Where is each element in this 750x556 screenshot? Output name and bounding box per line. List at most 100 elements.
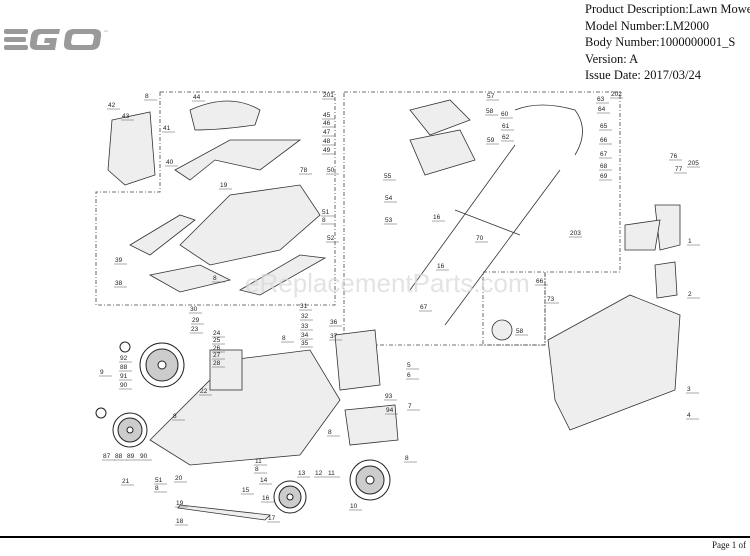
- model-number: Model Number:LM2000: [585, 18, 709, 33]
- part-number-label: 22: [200, 388, 208, 395]
- ego-logo: ™: [4, 29, 108, 50]
- part-number-label: 202: [611, 91, 622, 98]
- part-number-label: 38: [115, 280, 123, 287]
- part-number-label: 54: [385, 195, 393, 202]
- part-number-label: 3: [687, 386, 691, 393]
- part-side-panel-left: [129, 214, 196, 256]
- part-number-label: 69: [600, 173, 608, 180]
- part-number-label: 8: [173, 413, 177, 420]
- part-number-label: 77: [675, 166, 683, 173]
- part-number-label: 50: [327, 167, 335, 174]
- part-number-label: 36: [330, 319, 338, 326]
- part-handle-tube-right: [444, 169, 561, 326]
- part-number-label: 8: [155, 485, 159, 492]
- product-description: Product Description:Lawn Mower: [585, 2, 750, 16]
- part-number-label: 90: [140, 453, 148, 460]
- footer-divider: [0, 536, 750, 538]
- part-number-label: 8: [145, 93, 149, 100]
- part-number-label: 1: [688, 238, 692, 245]
- part-blade: [177, 504, 271, 521]
- part-number-label: 87: [103, 453, 111, 460]
- part-rear-door: [334, 329, 381, 391]
- wheel-rear-right: [349, 459, 391, 501]
- part-number-label: 31: [300, 303, 308, 310]
- part-number-label: 42: [108, 102, 116, 109]
- part-number-label: 14: [260, 477, 268, 484]
- part-number-label: 8: [322, 217, 326, 224]
- part-side-panel-right: [238, 254, 327, 296]
- part-number-label: 16: [433, 214, 441, 221]
- part-number-label: 15: [242, 487, 250, 494]
- part-number-label: 19: [176, 500, 184, 507]
- part-number-label: 25: [213, 337, 221, 344]
- part-number-label: 8: [328, 429, 332, 436]
- part-number-label: 59: [487, 137, 495, 144]
- part-handle-tube-left: [409, 144, 516, 291]
- part-number-label: 8: [282, 335, 286, 342]
- part-number-label: 4: [687, 412, 691, 419]
- part-number-label: 23: [191, 326, 199, 333]
- part-cover-frame: [174, 139, 302, 181]
- part-number-label: 203: [570, 230, 581, 237]
- part-number-label: 27: [213, 352, 221, 359]
- version: Version: A: [585, 51, 639, 66]
- part-number-label: 2: [688, 291, 692, 298]
- part-number-label: 201: [323, 92, 334, 99]
- part-number-label: 35: [301, 340, 309, 347]
- page-number: Page 1 of: [712, 540, 746, 550]
- assembly-box-73: [482, 271, 546, 346]
- part-number-label: 46: [323, 120, 331, 127]
- part-number-label: 24: [213, 330, 221, 337]
- part-number-label: 5: [407, 362, 411, 369]
- part-number-label: 29: [192, 317, 200, 324]
- part-chute: [624, 219, 661, 251]
- part-number-label: 8: [405, 455, 409, 462]
- part-number-label: 67: [600, 151, 608, 158]
- part-number-label: 76: [670, 153, 678, 160]
- part-front-panel: [148, 264, 232, 293]
- part-number-label: 58: [486, 108, 494, 115]
- part-number-label: 17: [268, 515, 276, 522]
- part-number-label: 9: [100, 369, 104, 376]
- part-motor: [209, 349, 243, 391]
- part-number-label: 8: [255, 466, 259, 473]
- part-handle-bar: [514, 104, 583, 156]
- hubcap-left: [119, 341, 131, 353]
- part-number-label: 91: [120, 373, 128, 380]
- wheel-front-left: [112, 412, 148, 448]
- exploded-parts-diagram: eReplacementParts.com 201842434445464748…: [95, 91, 700, 526]
- part-number-label: 88: [120, 364, 128, 371]
- part-number-label: 52: [327, 235, 335, 242]
- part-number-label: 28: [213, 360, 221, 367]
- part-number-label: 11: [328, 470, 335, 477]
- part-number-label: 48: [323, 138, 331, 145]
- part-grass-bag: [547, 294, 681, 431]
- part-number-label: 20: [175, 475, 183, 482]
- part-main-housing: [179, 184, 321, 266]
- part-number-label: 51: [155, 477, 163, 484]
- part-cross-bar: [454, 209, 521, 236]
- part-number-label: 66: [536, 278, 544, 285]
- part-number-label: 45: [323, 112, 331, 119]
- body-number: Body Number:1000000001_S: [585, 35, 736, 49]
- part-number-label: 21: [122, 478, 130, 485]
- part-number-label: 60: [501, 111, 509, 118]
- part-handle-grip: [409, 99, 471, 136]
- part-number-label: 47: [323, 129, 331, 136]
- part-number-label: 78: [300, 167, 308, 174]
- part-number-label: 34: [301, 332, 309, 339]
- part-number-label: 88: [115, 453, 123, 460]
- part-number-label: 57: [487, 93, 495, 100]
- part-number-label: 18: [176, 518, 184, 525]
- part-number-label: 26: [213, 345, 221, 352]
- part-number-label: 92: [120, 355, 128, 362]
- part-handle-mount: [409, 129, 476, 176]
- part-bag-frame: [654, 261, 678, 299]
- issue-date: Issue Date: 2017/03/24: [585, 68, 701, 82]
- part-number-label: 63: [597, 96, 605, 103]
- part-number-label: 43: [122, 113, 130, 120]
- part-number-label: 6: [407, 372, 411, 379]
- part-number-label: 19: [220, 182, 228, 189]
- wheel-front-right: [273, 480, 307, 514]
